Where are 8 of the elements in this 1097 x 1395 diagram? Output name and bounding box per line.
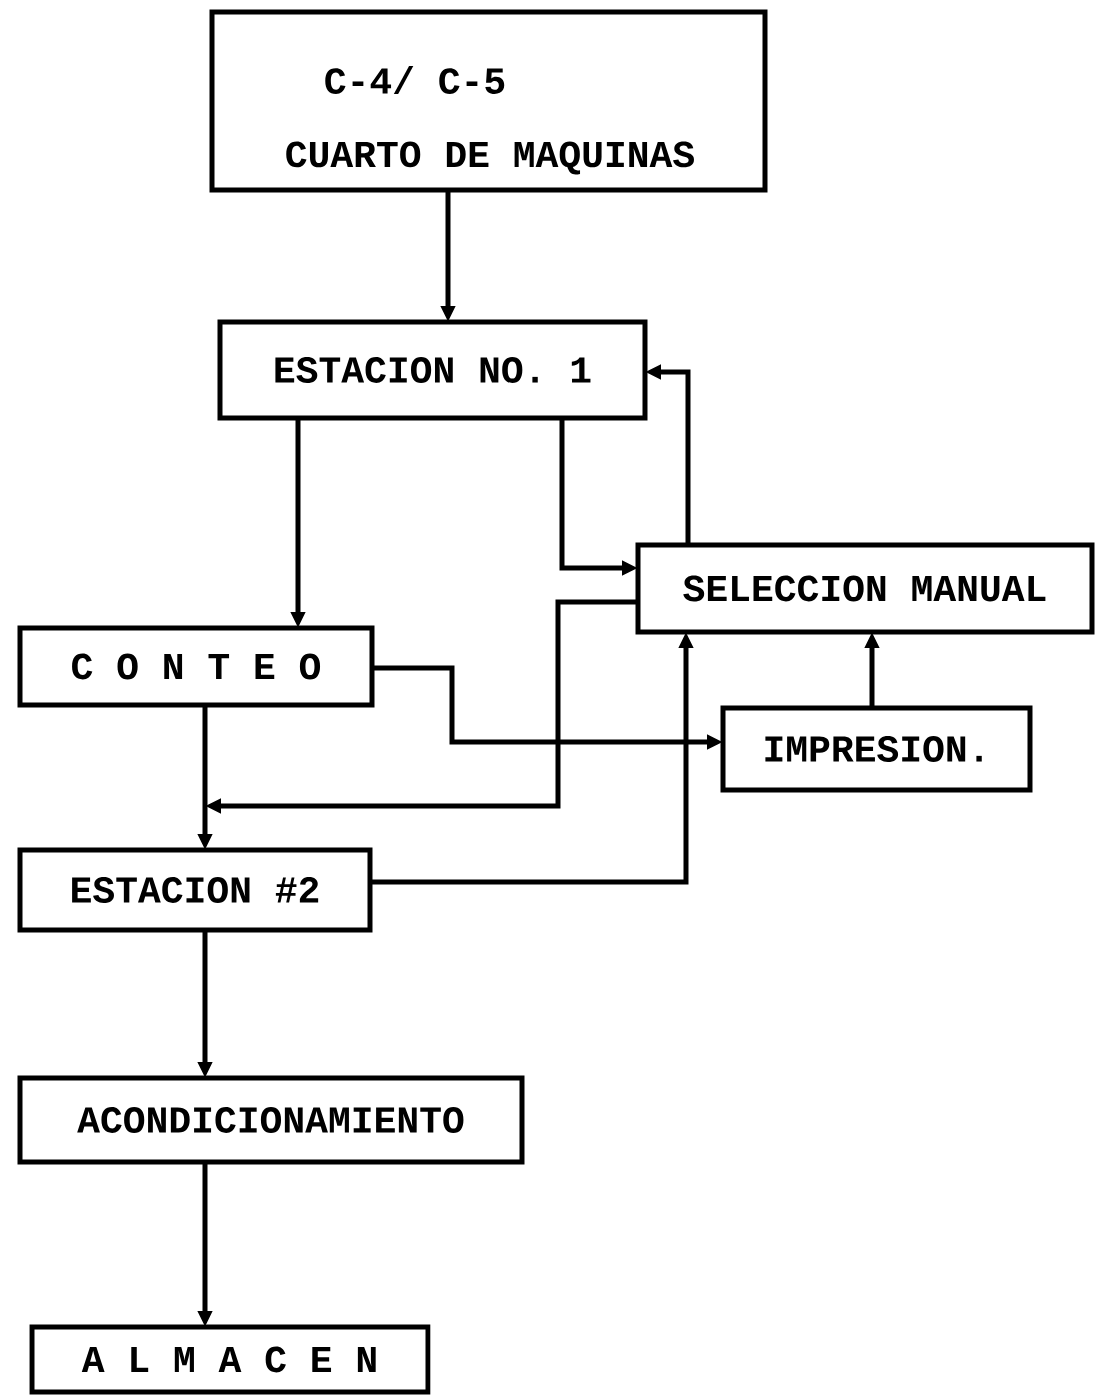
process-box: ESTACION NO. 1 — [217, 319, 648, 421]
process-box: ESTACION #2 — [17, 847, 373, 933]
process-box: SELECCION MANUAL — [635, 542, 1095, 635]
process-box: IMPRESION. — [720, 705, 1033, 793]
process-box: A L M A C E N — [29, 1324, 431, 1395]
process-box: C-4/ C-5 CUARTO DE MAQUINAS — [209, 9, 768, 193]
process-box: ACONDICIONAMIENTO — [17, 1075, 525, 1165]
process-box: C O N T E O — [17, 625, 375, 708]
